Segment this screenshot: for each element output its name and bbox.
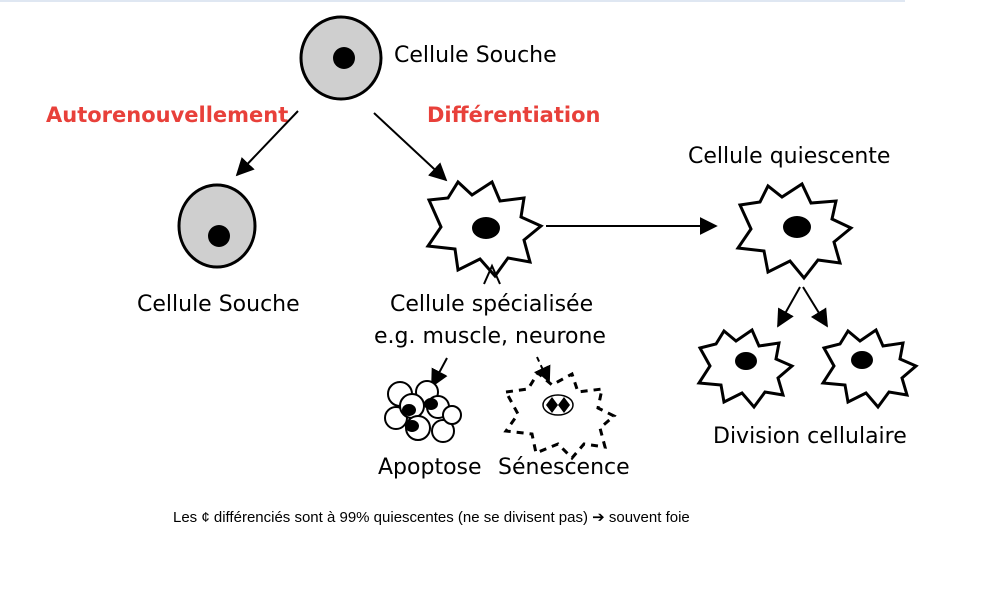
senescence-arrow — [534, 356, 551, 385]
stem-cell-label: Cellule Souche — [137, 292, 300, 317]
division-arrow-left — [777, 286, 801, 328]
top-cell-label: Cellule Souche — [394, 43, 557, 68]
self-renewal-arrow — [235, 110, 299, 177]
specialized-label-line2: e.g. muscle, neurone — [374, 324, 606, 349]
footnote: Les ¢ différenciés sont à 99% quiescente… — [173, 509, 690, 526]
quiescent-cell — [735, 181, 854, 281]
differentiation-arrow — [373, 112, 448, 182]
apoptotic-bodies — [384, 380, 462, 443]
differentiation-label: Différentiation — [427, 103, 600, 127]
quiescent-label: Cellule quiescente — [688, 144, 890, 169]
specialized-cell — [425, 179, 544, 285]
division-arrow-right — [802, 286, 828, 328]
daughter-cell-right — [820, 327, 919, 410]
apoptosis-arrow — [431, 357, 448, 388]
stem-cell — [177, 183, 257, 269]
daughter-cell-left — [696, 327, 795, 410]
top-border-line — [0, 0, 905, 2]
apoptosis-label: Apoptose — [378, 455, 482, 480]
senescent-cell — [503, 370, 617, 461]
top-stem-cell — [299, 15, 383, 101]
senescence-label: Sénescence — [498, 455, 630, 480]
specialized-label-line1: Cellule spécialisée — [390, 292, 593, 317]
self-renewal-label: Autorenouvellement — [46, 103, 288, 127]
division-label: Division cellulaire — [713, 424, 907, 449]
